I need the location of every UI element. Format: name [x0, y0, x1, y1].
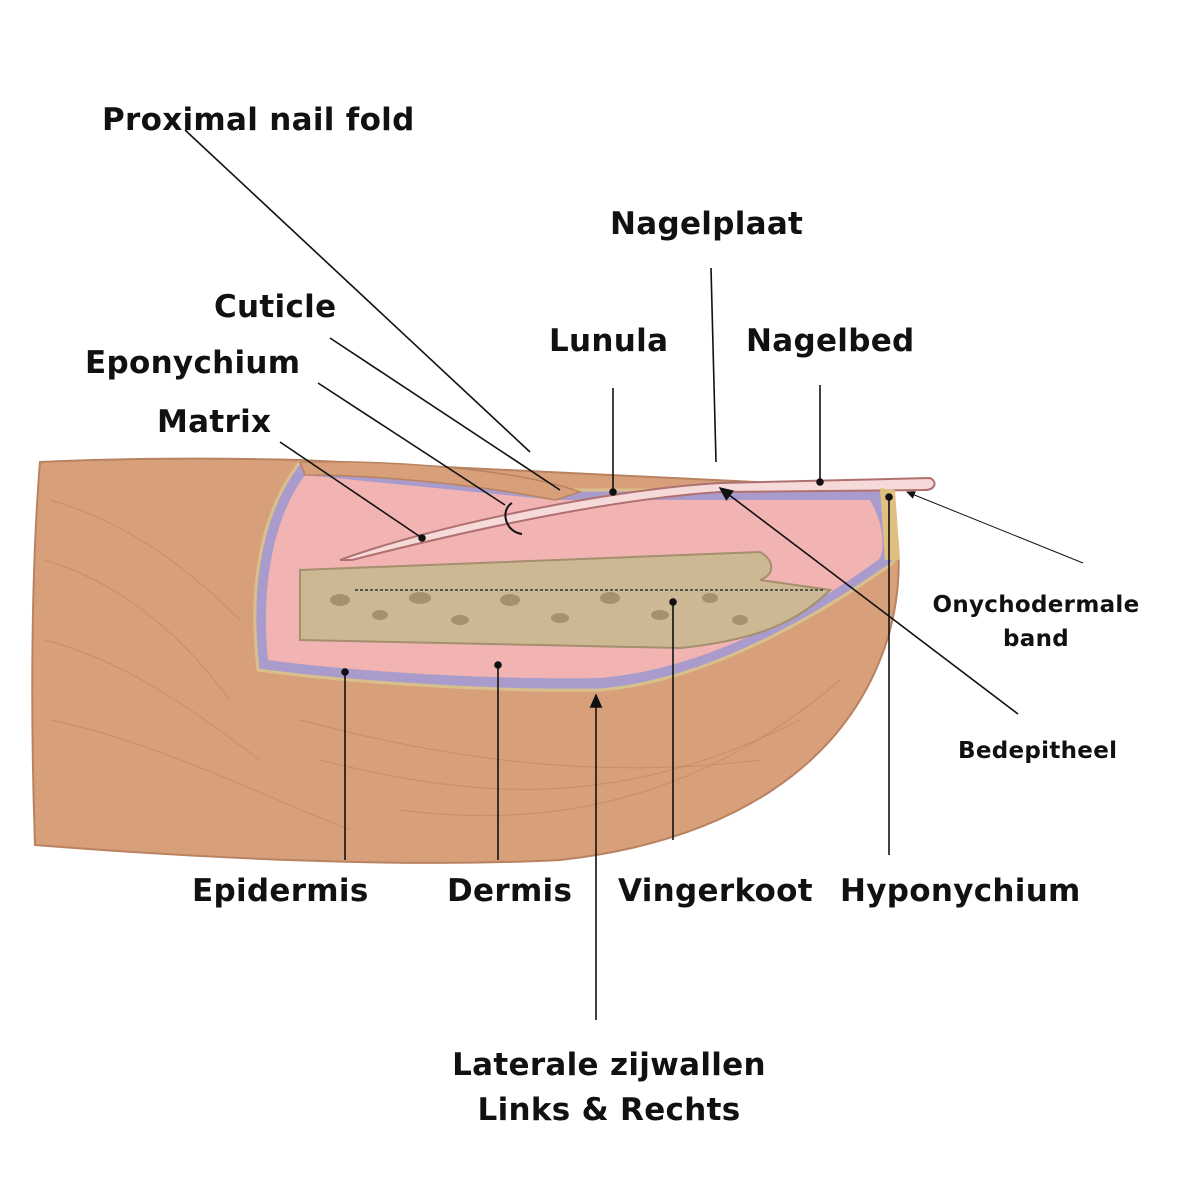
- label-cuticle: Cuticle: [214, 289, 337, 325]
- label-proximal-nail-fold: Proximal nail fold: [102, 102, 415, 138]
- label-hyponychium: Hyponychium: [840, 873, 1081, 909]
- leader-onychodermale-band: [906, 491, 1084, 564]
- label-dermis: Dermis: [447, 873, 573, 909]
- label-laterale-zijwallen: Laterale zijwallen Links & Rechts: [409, 1043, 809, 1133]
- leader-cuticle: [329, 337, 561, 491]
- label-laterale-line1: Laterale zijwallen: [452, 1047, 766, 1083]
- leader-proximal-nail-fold: [184, 129, 531, 453]
- label-nagelplaat: Nagelplaat: [610, 206, 804, 242]
- label-onychodermale-band: Onychodermale band: [926, 592, 1146, 652]
- leader-matrix: [279, 441, 423, 539]
- label-onychodermale-line1: Onychodermale: [932, 592, 1140, 618]
- label-vingerkoot: Vingerkoot: [618, 873, 813, 909]
- label-bedepitheel: Bedepitheel: [958, 738, 1118, 764]
- leader-nagelplaat: [710, 267, 717, 463]
- leader-eponychium: [317, 382, 506, 506]
- label-onychodermale-line2: band: [1002, 626, 1070, 652]
- label-eponychium: Eponychium: [85, 345, 301, 381]
- bone: [299, 550, 833, 650]
- label-matrix: Matrix: [157, 404, 272, 440]
- leader-bedepitheel: [718, 487, 1019, 715]
- label-lunula: Lunula: [549, 323, 669, 359]
- label-epidermis: Epidermis: [192, 873, 369, 909]
- label-nagelbed: Nagelbed: [746, 323, 915, 359]
- label-laterale-line2: Links & Rechts: [477, 1092, 741, 1128]
- nail-plate: [339, 476, 936, 561]
